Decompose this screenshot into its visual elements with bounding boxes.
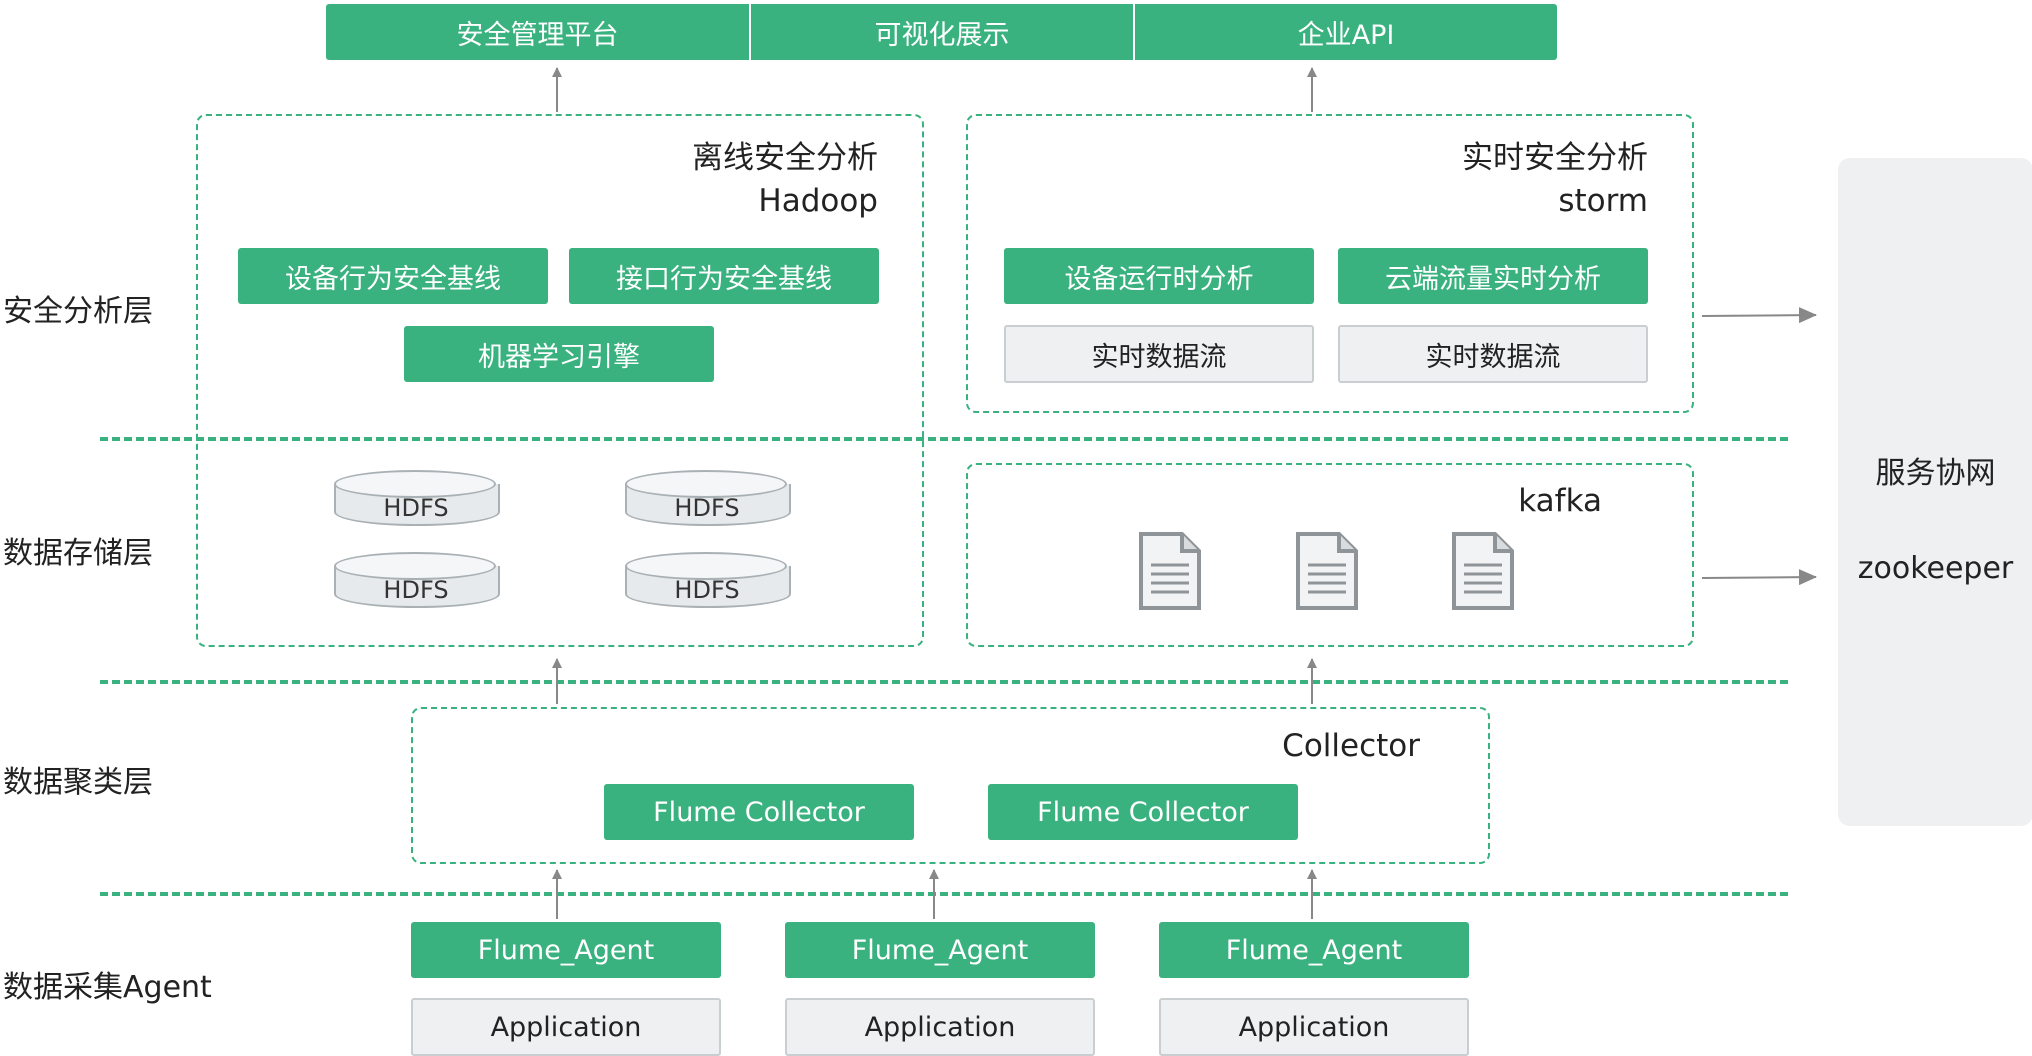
document-icon — [1452, 532, 1514, 610]
flume-agent-box[interactable]: Flume_Agent — [411, 922, 721, 978]
arrow-right — [1701, 569, 1817, 586]
realtime-data-stream-box[interactable]: 实时数据流 — [1338, 325, 1648, 383]
hdfs-cylinder: HDFS — [625, 470, 791, 532]
device-behavior-baseline-box[interactable]: 设备行为安全基线 — [238, 248, 548, 304]
service-coordination-panel — [1838, 158, 2032, 826]
application-box[interactable]: Application — [1159, 998, 1469, 1056]
top-bar-item-security-platform[interactable]: 安全管理平台 — [326, 4, 749, 60]
hdfs-label: HDFS — [674, 494, 740, 522]
flume-agent-box[interactable]: Flume_Agent — [1159, 922, 1469, 978]
document-icon — [1296, 532, 1358, 610]
hdfs-cylinder: HDFS — [334, 470, 500, 532]
top-bar-item-enterprise-api[interactable]: 企业API — [1135, 4, 1557, 60]
application-box[interactable]: Application — [785, 998, 1095, 1056]
hdfs-label: HDFS — [383, 576, 449, 604]
collector-title: Collector — [1282, 728, 1420, 764]
realtime-data-stream-box[interactable]: 实时数据流 — [1004, 325, 1314, 383]
top-bar-divider — [749, 4, 751, 60]
layer-separator — [100, 892, 1788, 896]
hdfs-cylinder: HDFS — [334, 552, 500, 614]
arrow-right — [1701, 307, 1817, 324]
offline-analysis-title: 离线安全分析 — [692, 140, 878, 176]
layer-label-aggregation: 数据聚类层 — [3, 765, 153, 800]
kafka-container — [966, 463, 1694, 647]
flume-agent-box[interactable]: Flume_Agent — [785, 922, 1095, 978]
layer-separator — [100, 680, 1788, 684]
layer-label-analysis: 安全分析层 — [3, 294, 153, 329]
application-box[interactable]: Application — [411, 998, 721, 1056]
realtime-analysis-subtitle: storm — [1558, 183, 1648, 219]
top-bar-divider — [1133, 4, 1135, 60]
collector-container — [411, 707, 1490, 864]
flume-collector-box[interactable]: Flume Collector — [988, 784, 1298, 840]
cloud-traffic-realtime-analysis-box[interactable]: 云端流量实时分析 — [1338, 248, 1648, 304]
zookeeper-label: zookeeper — [1857, 551, 2014, 586]
interface-behavior-baseline-box[interactable]: 接口行为安全基线 — [569, 248, 879, 304]
hdfs-label: HDFS — [383, 494, 449, 522]
document-icon — [1139, 532, 1201, 610]
layer-label-collection: 数据采集Agent — [3, 970, 212, 1005]
hdfs-label: HDFS — [674, 576, 740, 604]
realtime-analysis-title: 实时安全分析 — [1462, 140, 1648, 176]
top-bar-item-visualization[interactable]: 可视化展示 — [751, 4, 1133, 60]
offline-analysis-container — [196, 114, 924, 647]
layer-separator — [100, 437, 1788, 441]
kafka-title: kafka — [1518, 483, 1602, 519]
machine-learning-engine-box[interactable]: 机器学习引擎 — [404, 326, 714, 382]
service-coordination-title: 服务协网 — [1875, 456, 1996, 491]
flume-collector-box[interactable]: Flume Collector — [604, 784, 914, 840]
device-runtime-analysis-box[interactable]: 设备运行时分析 — [1004, 248, 1314, 304]
offline-analysis-subtitle: Hadoop — [758, 183, 878, 219]
layer-label-storage: 数据存储层 — [3, 536, 153, 571]
realtime-analysis-container — [966, 114, 1694, 413]
hdfs-cylinder: HDFS — [625, 552, 791, 614]
